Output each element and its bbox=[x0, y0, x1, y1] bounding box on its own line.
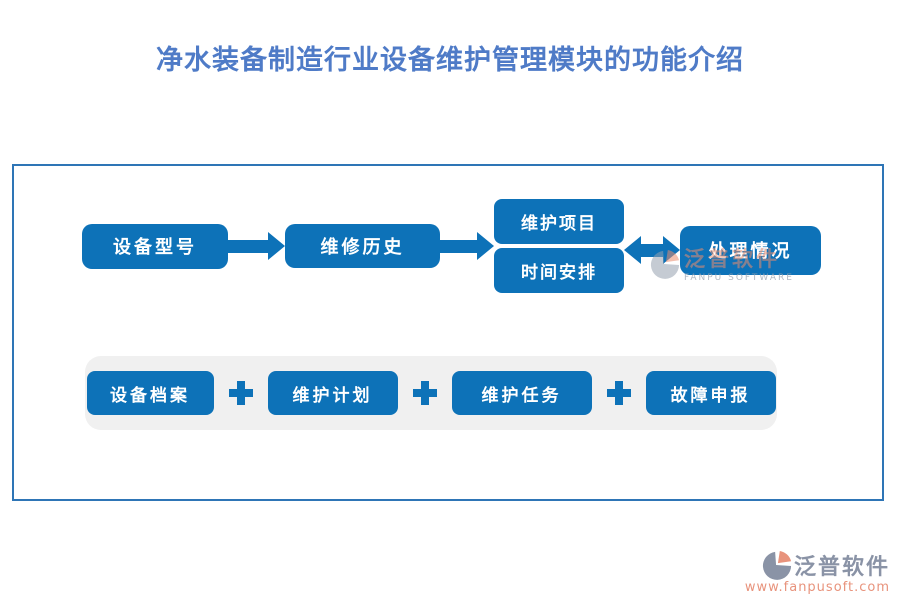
arrow-shaft bbox=[641, 243, 663, 257]
arrow-head bbox=[624, 236, 641, 264]
flow-row: 设备型号 维修历史 维护项目 时间安排 bbox=[82, 196, 821, 296]
fanpu-logo-name: 泛普软件 bbox=[793, 555, 890, 580]
fanpu-logo-url: www.fanpusoft.com bbox=[744, 580, 890, 595]
flow-box-time-schedule: 时间安排 bbox=[494, 248, 624, 293]
module-box-maintenance-task-label: 维护任务 bbox=[481, 385, 562, 406]
arrow-head bbox=[268, 232, 285, 260]
module-box-maintenance-task: 维护任务 bbox=[451, 371, 592, 415]
plus-icon bbox=[412, 381, 437, 405]
flow-stack: 维护项目 时间安排 bbox=[494, 199, 624, 293]
arrow-double-icon bbox=[624, 236, 680, 264]
flow-box-maintenance-project: 维护项目 bbox=[494, 199, 624, 244]
module-bar: 设备档案 维护计划 维护任务 故障申报 bbox=[85, 356, 777, 430]
fanpu-logo-row: 泛普软件 bbox=[745, 549, 890, 581]
arrow-right-icon bbox=[228, 232, 285, 260]
module-box-fault-report: 故障申报 bbox=[645, 371, 776, 415]
module-box-maintenance-plan: 维护计划 bbox=[267, 371, 398, 415]
arrow-head bbox=[663, 236, 680, 264]
fanpu-logo: 泛普软件 www.fanpusoft.com bbox=[745, 549, 890, 595]
plus-icon bbox=[606, 381, 631, 405]
flow-box-handling-status-label: 处理情况 bbox=[708, 241, 793, 262]
arrow-head bbox=[477, 232, 494, 260]
fanpu-logo-icon bbox=[762, 550, 792, 580]
flow-box-handling-status: 处理情况 bbox=[680, 225, 821, 275]
plus-icon bbox=[228, 381, 253, 405]
flow-box-maintenance-project-label: 维护项目 bbox=[521, 214, 597, 234]
arrow-shaft bbox=[228, 239, 268, 253]
arrow-right-icon bbox=[440, 232, 494, 260]
module-box-fault-report-label: 故障申报 bbox=[670, 385, 751, 406]
module-box-maintenance-plan-label: 维护计划 bbox=[292, 385, 373, 406]
module-box-equipment-archive-label: 设备档案 bbox=[110, 385, 190, 406]
flow-box-equipment-model-label: 设备型号 bbox=[113, 237, 197, 258]
flow-box-equipment-model: 设备型号 bbox=[82, 223, 228, 269]
page-title: 净水装备制造行业设备维护管理模块的功能介绍 bbox=[156, 45, 744, 76]
module-box-equipment-archive: 设备档案 bbox=[86, 371, 214, 415]
arrow-shaft bbox=[440, 239, 477, 253]
flow-box-time-schedule-label: 时间安排 bbox=[521, 263, 597, 283]
flow-box-repair-history-label: 维修历史 bbox=[320, 237, 405, 258]
flow-box-repair-history: 维修历史 bbox=[285, 224, 440, 268]
diagram-panel: 设备型号 维修历史 维护项目 时间安排 bbox=[12, 164, 884, 501]
